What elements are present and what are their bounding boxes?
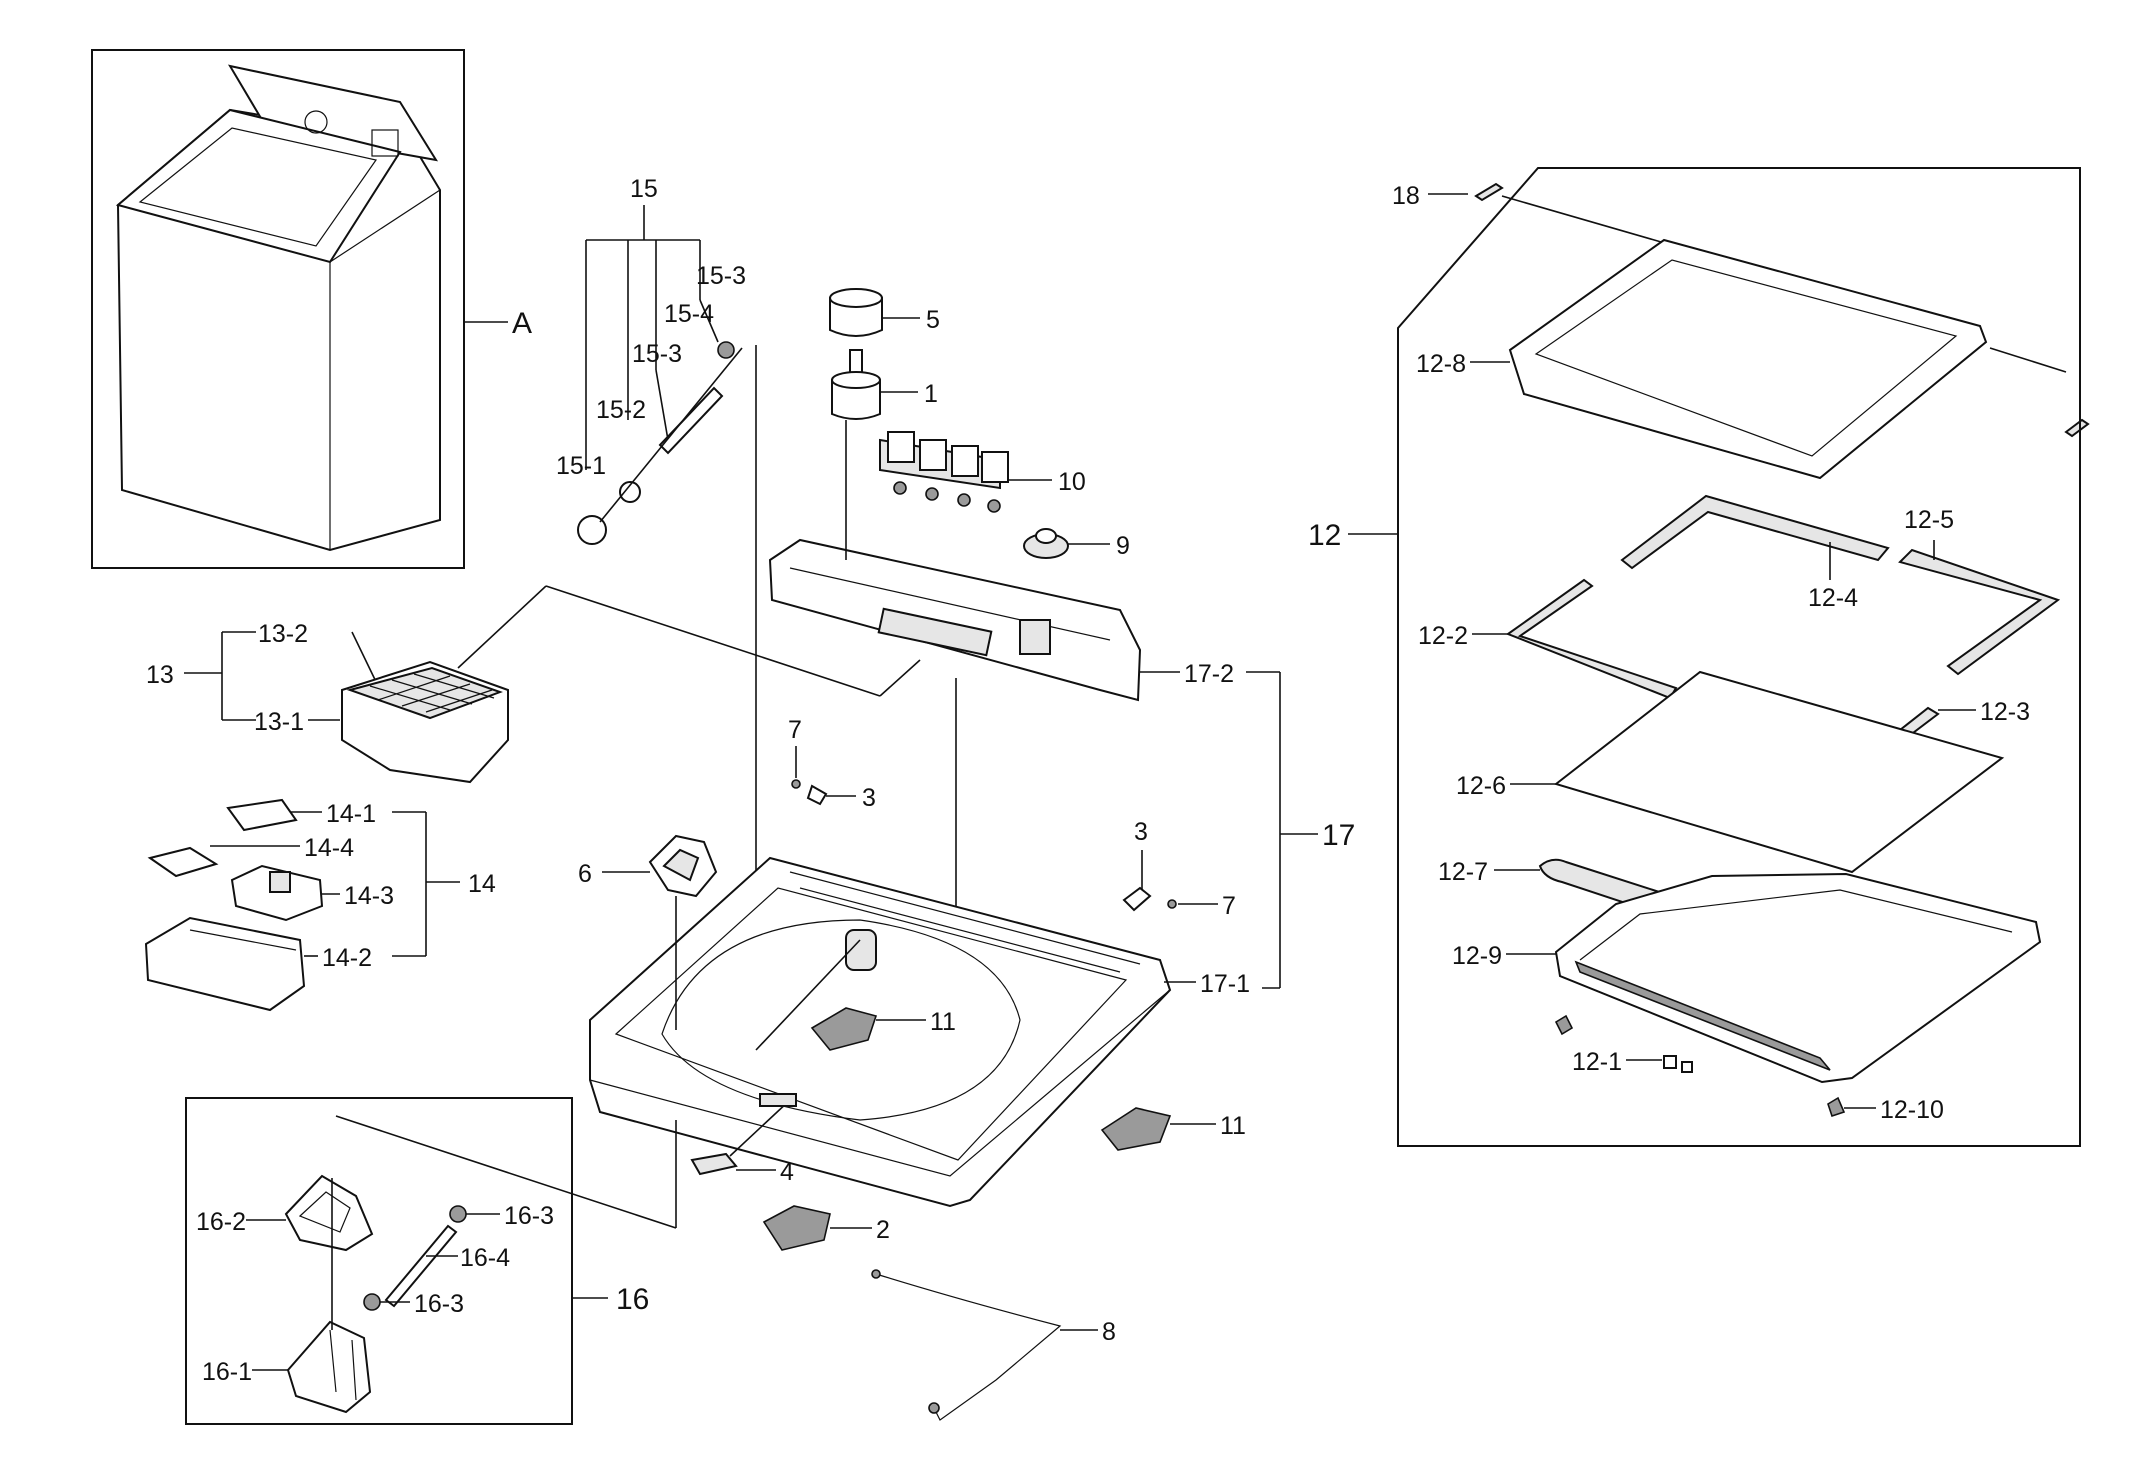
part-12-1: 12-1 <box>1572 1048 1693 1076</box>
label-14-4: 14-4 <box>304 834 354 862</box>
part-17-1-top-cover: 17-1 <box>589 856 1250 1208</box>
label-7-right: 7 <box>1222 892 1236 920</box>
label-16-4: 16-4 <box>460 1244 510 1272</box>
label-11-upper: 11 <box>930 1008 956 1036</box>
label-15-3-top: 15-3 <box>696 262 746 290</box>
label-17-2: 17-2 <box>1184 660 1234 688</box>
label-15-1: 15-1 <box>556 452 606 480</box>
label-12: 12 <box>1308 519 1341 552</box>
label-4: 4 <box>780 1158 794 1186</box>
part-10-valves: 10 <box>879 431 1086 513</box>
part-9: 9 <box>1023 528 1130 560</box>
label-17-1: 17-1 <box>1200 970 1250 998</box>
part-12-8-lid-frame: 12-8 <box>1416 238 1988 480</box>
label-10: 10 <box>1058 468 1086 496</box>
label-6: 6 <box>578 860 592 888</box>
label-15: 15 <box>630 175 658 203</box>
label-16-3-top: 16-3 <box>504 1202 554 1230</box>
part-11-upper: 11 <box>810 1007 956 1051</box>
part-18: 18 <box>1392 182 2090 438</box>
label-1: 1 <box>924 380 938 408</box>
part-3-7-right: 3 7 <box>1122 818 1236 920</box>
part-17-bracket: 17 <box>1246 671 1355 989</box>
label-11-lower: 11 <box>1220 1112 1246 1140</box>
part-12-box: 12 <box>1308 167 2081 1147</box>
part-12-4: 12-4 <box>1620 494 1890 612</box>
part-13-assembly: 13 13-2 13-1 <box>146 585 921 784</box>
label-12-1: 12-1 <box>1572 1048 1622 1076</box>
part-5: 5 <box>829 288 940 337</box>
part-1: 1 <box>831 349 938 420</box>
part-8-wire: 8 <box>871 1269 1116 1421</box>
label-16-2: 16-2 <box>196 1208 246 1236</box>
label-14-3: 14-3 <box>344 882 394 910</box>
part-7-3-left: 7 3 <box>788 716 876 812</box>
part-15-assembly: 15 15-3 15-4 15-3 15-2 15-1 <box>556 175 757 1050</box>
part-12-9-lid-base: 12-9 <box>1452 872 2042 1084</box>
part-12-10: 12-10 <box>1827 1096 1944 1124</box>
label-13-1: 13-1 <box>254 708 304 736</box>
label-12-9: 12-9 <box>1452 942 1502 970</box>
part-16-box: 16-2 16-3 16-4 16-3 16-1 16 <box>185 1097 677 1425</box>
label-a: A <box>512 307 532 340</box>
label-13: 13 <box>146 661 174 689</box>
part-12-6-glass: 12-6 <box>1456 670 2005 874</box>
label-18: 18 <box>1392 182 1420 210</box>
part-17-2-panel: 17-2 <box>768 420 1234 920</box>
label-16-3-bottom: 16-3 <box>414 1290 464 1318</box>
label-12-4: 12-4 <box>1808 584 1858 612</box>
label-12-10: 12-10 <box>1880 1096 1944 1124</box>
label-9: 9 <box>1116 532 1130 560</box>
label-15-2: 15-2 <box>596 396 646 424</box>
label-12-2: 12-2 <box>1418 622 1468 650</box>
label-7-left: 7 <box>788 716 802 744</box>
label-16: 16 <box>616 1283 649 1316</box>
label-2: 2 <box>876 1216 890 1244</box>
label-14: 14 <box>468 870 496 898</box>
part-14-assembly: 14-1 14-4 14-3 14-2 14 <box>144 798 496 1012</box>
label-14-2: 14-2 <box>322 944 372 972</box>
label-15-3-mid: 15-3 <box>632 340 682 368</box>
label-12-5: 12-5 <box>1904 506 1954 534</box>
part-6: 6 <box>578 834 718 1030</box>
part-2: 2 <box>762 1205 890 1251</box>
label-16-1: 16-1 <box>202 1358 252 1386</box>
label-14-1: 14-1 <box>326 800 376 828</box>
label-5: 5 <box>926 306 940 334</box>
part-12-5: 12-5 <box>1898 506 2061 676</box>
part-4: 4 <box>690 1093 797 1186</box>
label-3-right: 3 <box>1134 818 1148 846</box>
washer-illustration <box>115 64 441 552</box>
part-11-lower: 11 <box>1100 1107 1246 1151</box>
label-17: 17 <box>1322 819 1355 852</box>
part-12-2: 12-2 <box>1418 578 1678 700</box>
label-12-6: 12-6 <box>1456 772 1506 800</box>
label-3-left: 3 <box>862 784 876 812</box>
label-12-7: 12-7 <box>1438 858 1488 886</box>
label-12-8: 12-8 <box>1416 350 1466 378</box>
label-12-3: 12-3 <box>1980 698 2030 726</box>
label-13-2: 13-2 <box>258 620 308 648</box>
overview-box-a: A <box>91 49 532 569</box>
label-8: 8 <box>1102 1318 1116 1346</box>
